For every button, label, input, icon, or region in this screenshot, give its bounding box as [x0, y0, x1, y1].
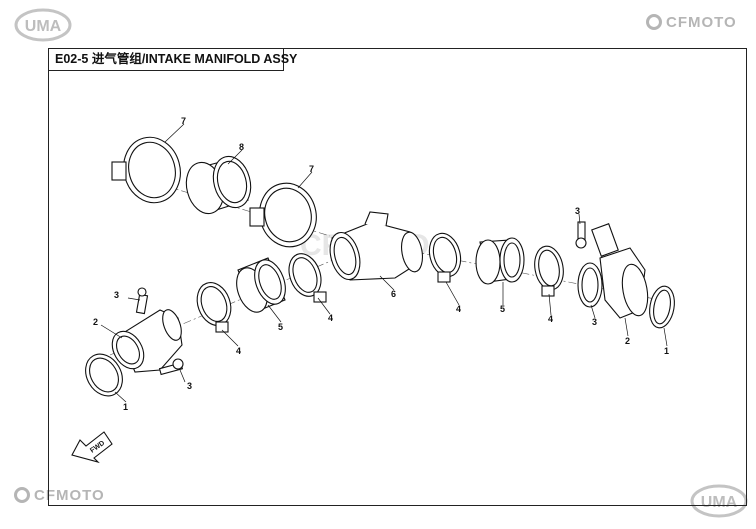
intake-manifold-right — [591, 223, 649, 319]
hose-clamp-4 — [534, 245, 564, 297]
gasket-right — [577, 262, 603, 308]
bolt-right-upper — [575, 221, 587, 249]
callout-3-left-lower: 3 — [187, 381, 192, 391]
callout-4-right: 4 — [548, 314, 553, 324]
uma-logo-text: UMA — [25, 18, 62, 35]
callout-3-right-lower: 3 — [592, 317, 597, 327]
cfmoto-ring-icon — [646, 14, 662, 30]
callout-4-center-left: 4 — [328, 313, 333, 323]
hose-clamp-1 — [196, 282, 232, 333]
hose-clamp-3 — [428, 232, 462, 283]
hose-clamp-large-1 — [111, 136, 181, 204]
callout-7-center: 7 — [309, 164, 314, 174]
diagram-title: E02-5 进气管组/INTAKE MANIFOLD ASSY — [48, 48, 297, 71]
rubber-boot-right — [475, 237, 525, 285]
rubber-boot-left — [236, 257, 286, 313]
o-ring-right — [649, 285, 675, 329]
o-ring-left — [85, 353, 123, 397]
callout-7-left: 7 — [181, 116, 186, 126]
cfmoto-logo-top-right: CFMOTO — [646, 14, 737, 31]
callouts: 7 8 7 3 2 3 1 4 5 4 6 4 5 4 3 3 2 1 — [93, 116, 669, 412]
cfmoto-ring-icon — [14, 487, 30, 503]
cfmoto-logo-bottom-left: CFMOTO — [14, 487, 105, 504]
callout-2-right: 2 — [625, 336, 630, 346]
callout-4-left: 4 — [236, 346, 241, 356]
callout-5-right: 5 — [500, 304, 505, 314]
callout-8: 8 — [239, 142, 244, 152]
callout-5-left: 5 — [278, 322, 283, 332]
bolt-left-lower — [158, 358, 184, 376]
hose-clamp-large-2 — [249, 182, 317, 248]
callout-3-right-upper: 3 — [575, 206, 580, 216]
callout-6: 6 — [391, 289, 396, 299]
diagram-frame — [48, 48, 747, 506]
uma-logo-top-left: UMA — [14, 8, 72, 47]
throttle-body — [329, 211, 423, 281]
hose-clamp-2 — [288, 253, 327, 303]
callout-4-center-right: 4 — [456, 304, 461, 314]
callout-3-left-upper: 3 — [114, 290, 119, 300]
fwd-arrow-icon: FWD — [71, 431, 113, 464]
callout-1-left: 1 — [123, 402, 128, 412]
callout-1-right: 1 — [664, 346, 669, 356]
uma-logo-text: UMA — [701, 494, 738, 511]
leader-lines — [100, 123, 668, 403]
rubber-sleeve — [185, 155, 252, 215]
callout-2-left: 2 — [93, 317, 98, 327]
intake-manifold-left — [111, 287, 183, 373]
